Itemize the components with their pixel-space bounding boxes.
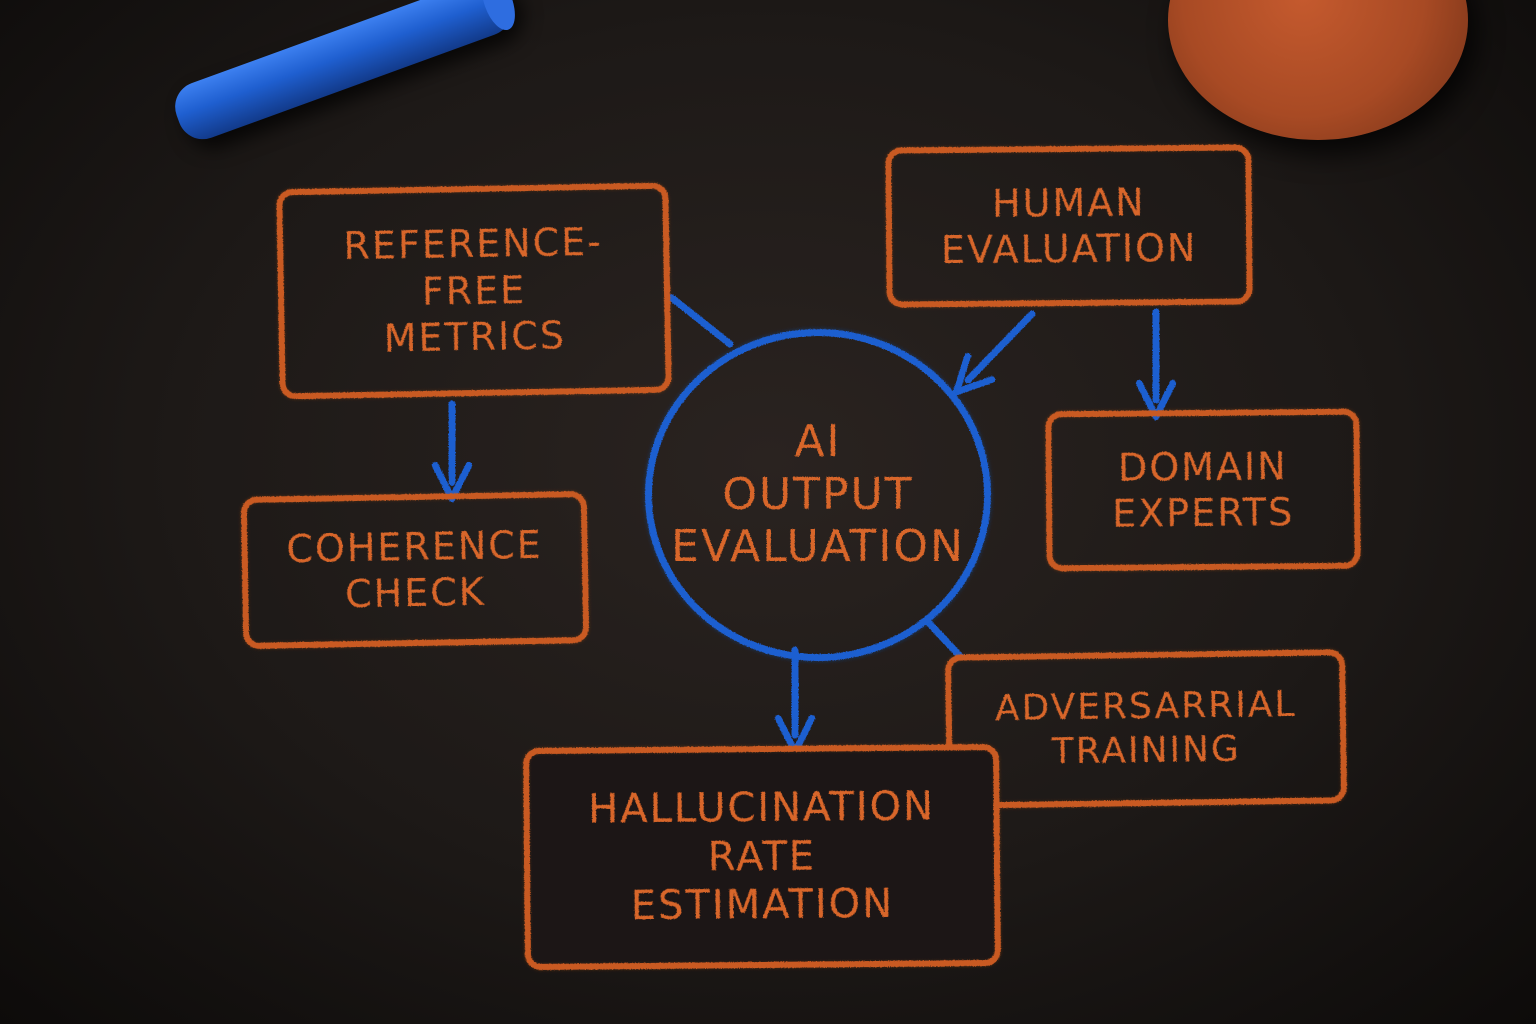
node-domain-experts: DOMAIN EXPERTS — [1045, 408, 1361, 572]
node-label: HUMAN EVALUATION — [940, 179, 1198, 273]
node-label: DOMAIN EXPERTS — [1112, 443, 1295, 536]
center-node-ai-output-evaluation: AI OUTPUT EVALUATION — [645, 329, 991, 661]
connector-center-adversarial — [924, 618, 964, 660]
node-reference-free-metrics: REFERENCE- FREE METRICS — [276, 182, 672, 400]
center-label: AI OUTPUT EVALUATION — [671, 415, 965, 573]
node-label: ADVERSARRIAL TRAINING — [994, 683, 1297, 773]
node-label: REFERENCE- FREE METRICS — [343, 220, 604, 361]
node-coherence-check: COHERENCE CHECK — [240, 490, 590, 650]
arrow-human-to-center — [952, 310, 1036, 396]
node-hallucination-rate-estimation: HALLUCINATION RATE ESTIMATION — [523, 743, 1001, 971]
node-label: HALLUCINATION RATE ESTIMATION — [587, 783, 936, 930]
node-adversarial-training: ADVERSARRIAL TRAINING — [944, 649, 1348, 809]
connector-center-reference — [668, 294, 734, 348]
node-human-evaluation: HUMAN EVALUATION — [885, 144, 1253, 308]
node-label: COHERENCE CHECK — [286, 522, 544, 617]
